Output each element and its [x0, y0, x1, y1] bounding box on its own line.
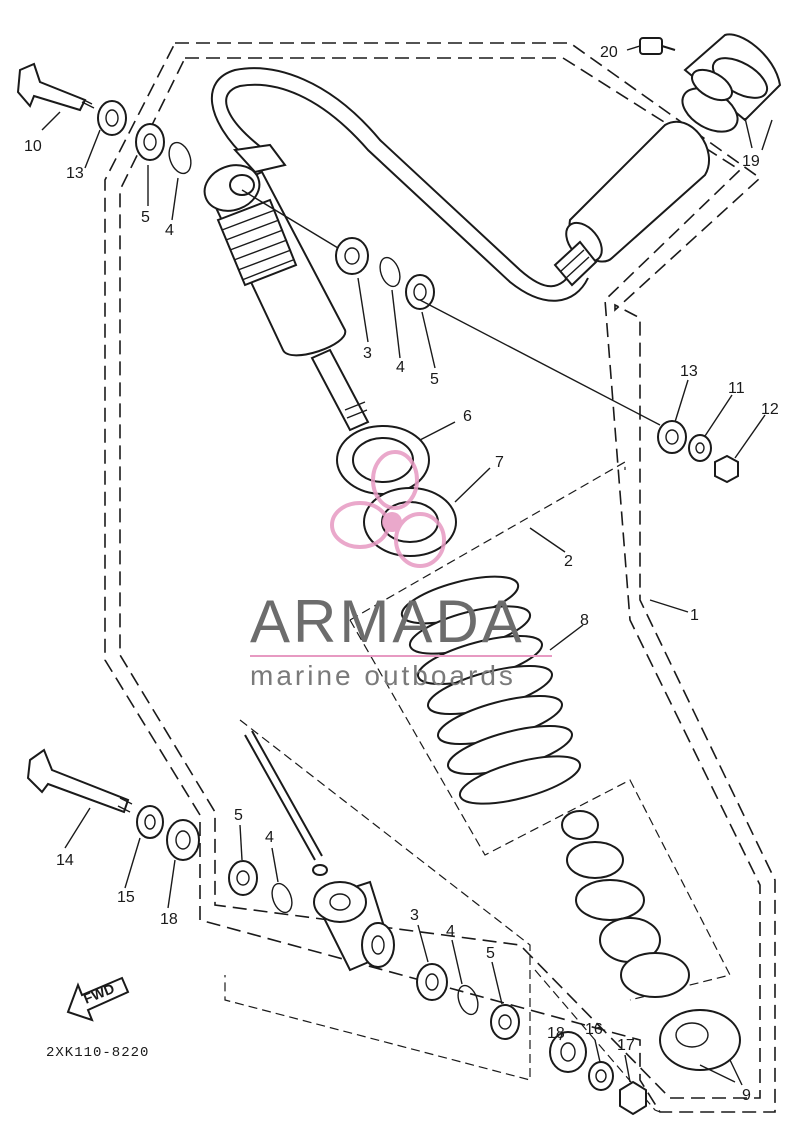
- callout-5: 5: [430, 371, 439, 388]
- callout-20: 20: [600, 44, 618, 61]
- upper-bushing-left: [135, 123, 192, 175]
- callout-1: 1: [690, 607, 699, 624]
- lower-bolt: [26, 748, 133, 814]
- callout-4: 4: [265, 829, 274, 846]
- callout-18: 18: [547, 1025, 565, 1042]
- callout-9: 9: [742, 1087, 751, 1104]
- diagram-code: 2XK110-8220: [46, 1045, 149, 1061]
- upper-nut-stack: [657, 420, 739, 484]
- callout-14: 14: [56, 852, 74, 869]
- callout-4: 4: [446, 923, 455, 940]
- reservoir-hose: [210, 67, 589, 302]
- shock-absorber-body: [203, 143, 370, 432]
- lower-clevis: [313, 880, 395, 972]
- callout-6: 6: [463, 408, 472, 425]
- lower-spring-seat-stack: [561, 810, 690, 998]
- reservoir-tank: [553, 120, 711, 287]
- watermark-logo: [330, 450, 446, 568]
- upper-bolt: [16, 62, 127, 136]
- callout-10: 10: [24, 138, 42, 155]
- lower-right-nut-stack: [549, 1031, 647, 1116]
- callout-3: 3: [363, 345, 372, 362]
- callout-4: 4: [396, 359, 405, 376]
- callout-3: 3: [410, 907, 419, 924]
- callout-17: 17: [617, 1037, 635, 1054]
- callout-16: 16: [585, 1021, 603, 1038]
- callout-12: 12: [761, 401, 779, 418]
- lower-pin: [244, 730, 328, 876]
- callout-7: 7: [495, 454, 504, 471]
- collar-9: [659, 1009, 741, 1071]
- coil-spring: [400, 575, 582, 805]
- lower-left-bushings: [228, 860, 293, 914]
- callout-13: 13: [680, 363, 698, 380]
- callout-13: 13: [66, 165, 84, 182]
- reservoir-bracket: [681, 33, 782, 133]
- bracket-bolt: [639, 37, 676, 55]
- assembly-boundary-outer: [104, 42, 776, 1113]
- forward-arrow-icon: FWD: [66, 976, 130, 1022]
- watermark-tagline: marine outboards: [250, 660, 516, 691]
- callout-19: 19: [742, 153, 760, 170]
- callout-11: 11: [728, 380, 745, 397]
- watermark-brand: ARMADA: [250, 588, 525, 655]
- lower-right-bushings: [416, 963, 520, 1040]
- callout-15: 15: [117, 889, 135, 906]
- callout-2: 2: [564, 553, 573, 570]
- lower-left-washers: [136, 805, 200, 861]
- callout-8: 8: [580, 612, 589, 629]
- callout-5: 5: [234, 807, 243, 824]
- callout-5: 5: [486, 945, 495, 962]
- callout-18: 18: [160, 911, 178, 928]
- spring-adjuster-ring: [336, 425, 430, 495]
- assembly-boundary-inner: [224, 460, 731, 1113]
- leader-lines: [41, 45, 773, 1086]
- callout-4: 4: [165, 222, 174, 239]
- callout-5: 5: [141, 209, 150, 226]
- upper-bushing-right: [335, 237, 435, 310]
